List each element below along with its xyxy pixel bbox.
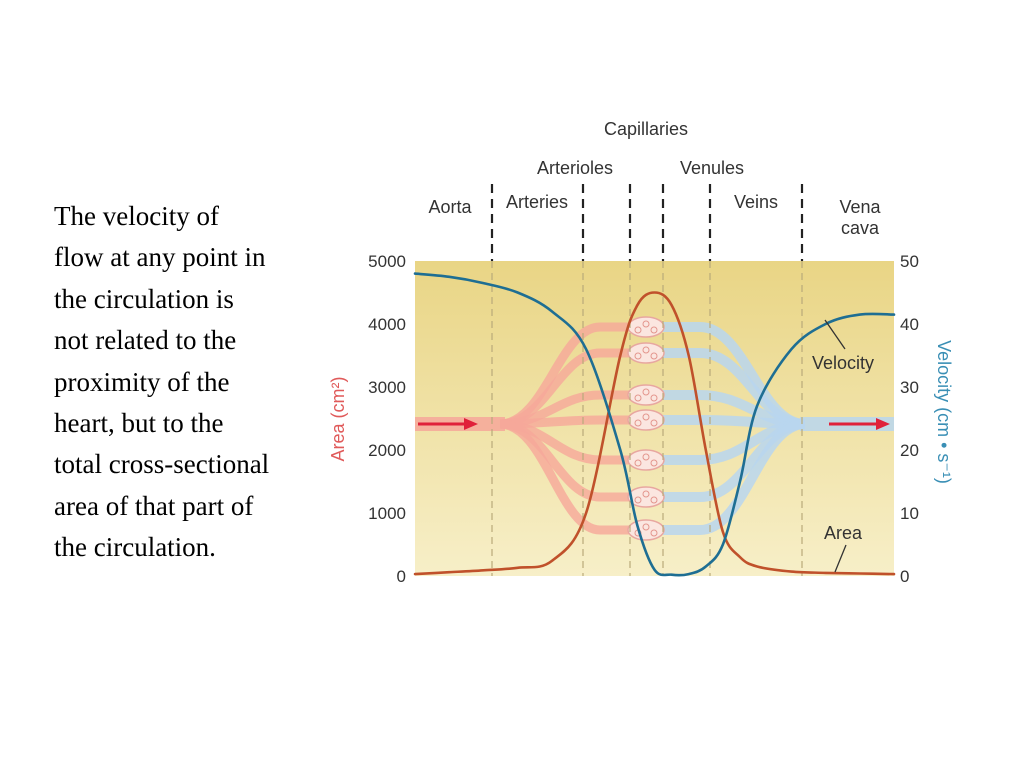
left-tick-label: 5000	[368, 252, 406, 271]
series-line-velocity	[413, 272, 896, 577]
segment-labels: Aorta Arteries Arterioles CapillariesVenule…	[428, 119, 881, 238]
caption-line: the circulation is	[54, 283, 234, 314]
arrow-out-icon	[829, 418, 890, 430]
right-tick-label: 50	[900, 252, 919, 271]
segment-label-capillaries: Capillaries	[604, 119, 688, 139]
left-tick-label: 4000	[368, 315, 406, 334]
segment-label-arterioles: Arterioles	[537, 158, 613, 178]
caption-line: flow at any point in	[54, 242, 266, 273]
series-lines	[413, 272, 896, 577]
right-axis-ticks: 0 10 20 30 40 50	[900, 252, 919, 586]
right-tick-label: 0	[900, 567, 909, 586]
caption-line: not related to the	[54, 325, 237, 356]
segment-label-arteries: Arteries	[506, 192, 568, 212]
right-tick-label: 20	[900, 441, 919, 460]
right-tick-label: 40	[900, 315, 919, 334]
series-line-area	[413, 291, 896, 576]
caption-line: the circulation.	[54, 532, 216, 563]
caption-line: total cross-sectional	[54, 449, 270, 480]
left-tick-label: 0	[397, 567, 406, 586]
caption-line: proximity of the	[54, 366, 230, 397]
arrow-in-icon	[418, 418, 478, 430]
caption-text: The velocity of flow at any point in the…	[54, 196, 334, 569]
left-tick-label: 1000	[368, 504, 406, 523]
segment-label-vena-cava: cava	[841, 218, 880, 238]
velocity-leader-line	[824, 319, 846, 350]
left-tick-label: 3000	[368, 378, 406, 397]
velocity-annotation: Velocity	[812, 353, 874, 373]
right-axis-title: Velocity (cm • s⁻¹)	[934, 340, 954, 484]
left-axis-title: Area (cm²)	[328, 377, 348, 462]
segment-label-veins: Veins	[734, 192, 778, 212]
right-tick-label: 30	[900, 378, 919, 397]
segment-label-venules: Venules	[680, 158, 744, 178]
segment-label-vena-cava: Vena	[839, 197, 881, 217]
caption-line: heart, but to the	[54, 408, 224, 439]
left-axis-ticks: 0 1000 2000 3000 4000 5000	[368, 252, 406, 586]
caption-line: The velocity of	[54, 201, 219, 231]
area-leader-line	[834, 544, 847, 573]
right-tick-label: 10	[900, 504, 919, 523]
segment-dividers	[490, 184, 804, 576]
left-tick-label: 2000	[368, 441, 406, 460]
area-annotation: Area	[824, 523, 863, 543]
segment-label-aorta: Aorta	[428, 197, 472, 217]
caption-line: area of that part of	[54, 490, 254, 521]
flow-arrows	[418, 418, 890, 430]
